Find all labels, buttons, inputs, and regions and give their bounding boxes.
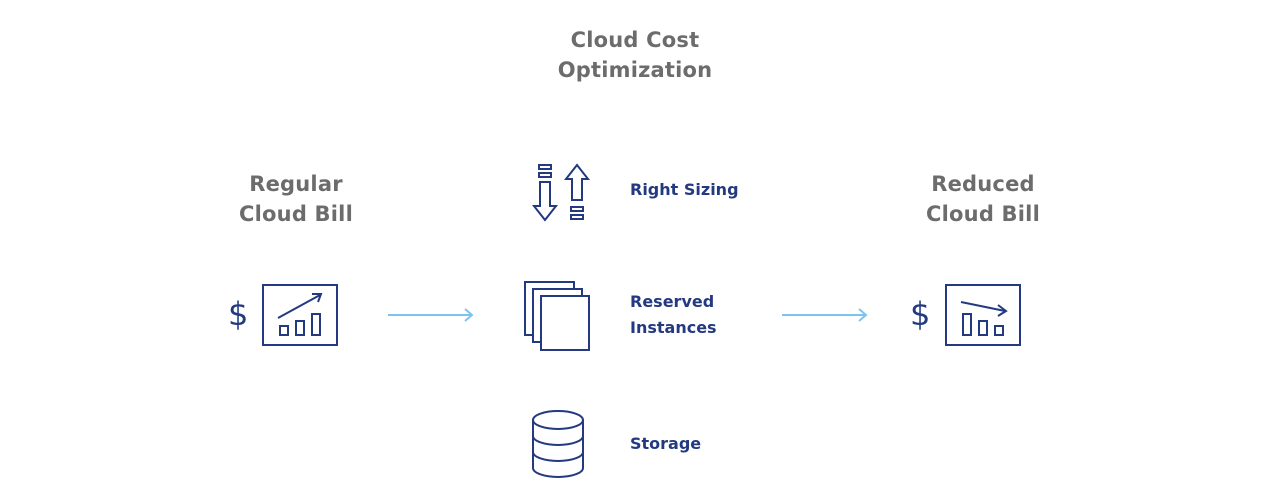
dollar-icon: $ — [910, 295, 931, 333]
chart-trend-down-icon — [945, 284, 1021, 346]
reduced-bill-heading-line-2: Cloud Bill — [926, 202, 1040, 226]
stacked-pages-icon — [524, 281, 590, 351]
strategy-label-storage: Storage — [630, 431, 701, 457]
reserved-line-1: Reserved — [630, 292, 715, 311]
right-sizing-text: Right Sizing — [630, 180, 739, 199]
strategy-label-reserved-instances: Reserved Instances — [630, 289, 717, 341]
resize-arrows-icon — [531, 163, 591, 222]
flow-arrow-left-icon — [388, 308, 474, 322]
page-title: Cloud Cost Optimization — [535, 25, 735, 85]
regular-bill-heading: Regular Cloud Bill — [196, 169, 396, 229]
flow-arrow-right-icon — [782, 308, 868, 322]
reduced-bill-heading: Reduced Cloud Bill — [883, 169, 1083, 229]
dollar-icon: $ — [228, 295, 249, 333]
regular-bill-heading-line-2: Cloud Bill — [239, 202, 353, 226]
reserved-line-2: Instances — [630, 318, 717, 337]
chart-trend-up-icon — [262, 284, 338, 346]
storage-text: Storage — [630, 434, 702, 453]
strategy-label-right-sizing: Right Sizing — [630, 177, 739, 203]
title-line-1: Cloud Cost — [570, 28, 700, 52]
database-icon — [532, 410, 584, 478]
title-line-2: Optimization — [557, 58, 713, 82]
regular-bill-heading-line-1: Regular — [249, 172, 343, 196]
reduced-bill-heading-line-1: Reduced — [931, 172, 1035, 196]
